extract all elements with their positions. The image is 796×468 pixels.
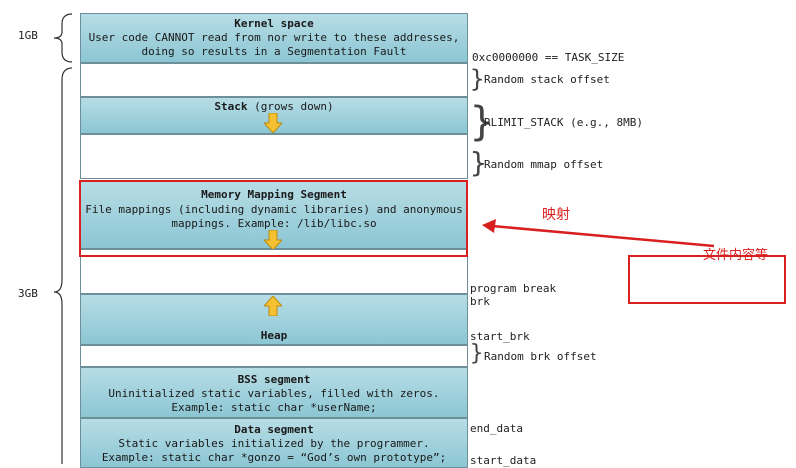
random-mmap-label: Random mmap offset [484,158,604,171]
mmap-down-arrow-icon [264,230,282,250]
data-segment: Data segment Static variables initialize… [80,418,468,468]
brace-3gb-icon [53,67,73,464]
bss-desc-2: Example: static char *userName; [171,401,377,414]
end-data-label: end_data [470,422,523,435]
random-brk-gap [80,345,468,367]
start-brk-label: start_brk [470,330,530,343]
data-desc-2: Example: static char *gonzo = “God’s own… [101,451,447,464]
bss-title: BSS segment [237,373,311,386]
heap-up-arrow-icon [264,296,282,316]
task-size-label: 0xc0000000 == TASK_SIZE [472,51,625,64]
random-stack-brace-icon: } [470,65,485,93]
data-title: Data segment [234,423,314,436]
mmap-desc-1: File mappings (including dynamic librari… [85,203,463,216]
random-stack-gap [80,63,468,97]
rlimit-brace-icon: } [470,99,495,145]
program-break-label: program break [470,282,557,295]
label-3gb: 3GB [18,287,38,300]
mmap-title: Memory Mapping Segment [201,188,347,201]
kernel-space-segment: Kernel space User code CANNOT read from … [80,13,468,63]
stack-title: Stack [214,100,248,113]
random-brk-brace-icon: } [470,341,484,366]
file-content-box [628,255,786,304]
rlimit-label: RLIMIT_STACK (e.g., 8MB) [484,116,643,129]
start-data-label: start_data [470,454,537,467]
kernel-space-title: Kernel space [234,17,314,30]
mmap-highlight-box [79,180,468,257]
kernel-space-desc-1: User code CANNOT read from nor write to … [88,31,460,44]
stack-down-arrow-icon [264,113,282,133]
heap-title: Heap [260,329,288,342]
label-1gb: 1GB [18,29,38,42]
random-brk-label: Random brk offset [484,350,597,363]
bss-segment: BSS segment Uninitialized static variabl… [80,367,468,418]
random-mmap-brace-icon: } [470,146,487,179]
random-mmap-gap [80,134,468,179]
mmap-desc-2: mappings. Example: /lib/libc.so [171,217,377,230]
brace-1gb-icon [53,13,73,63]
stack-suffix: (grows down) [247,100,334,113]
mapping-arrow-icon [482,219,715,248]
mapping-annotation-label: 映射 [542,207,570,223]
random-stack-label: Random stack offset [484,73,610,86]
kernel-space-desc-2: doing so results in a Segmentation Fault [141,45,407,58]
brk-label: brk [470,295,490,308]
data-desc-1: Static variables initialized by the prog… [118,437,430,450]
bss-desc-1: Uninitialized static variables, filled w… [108,387,440,400]
